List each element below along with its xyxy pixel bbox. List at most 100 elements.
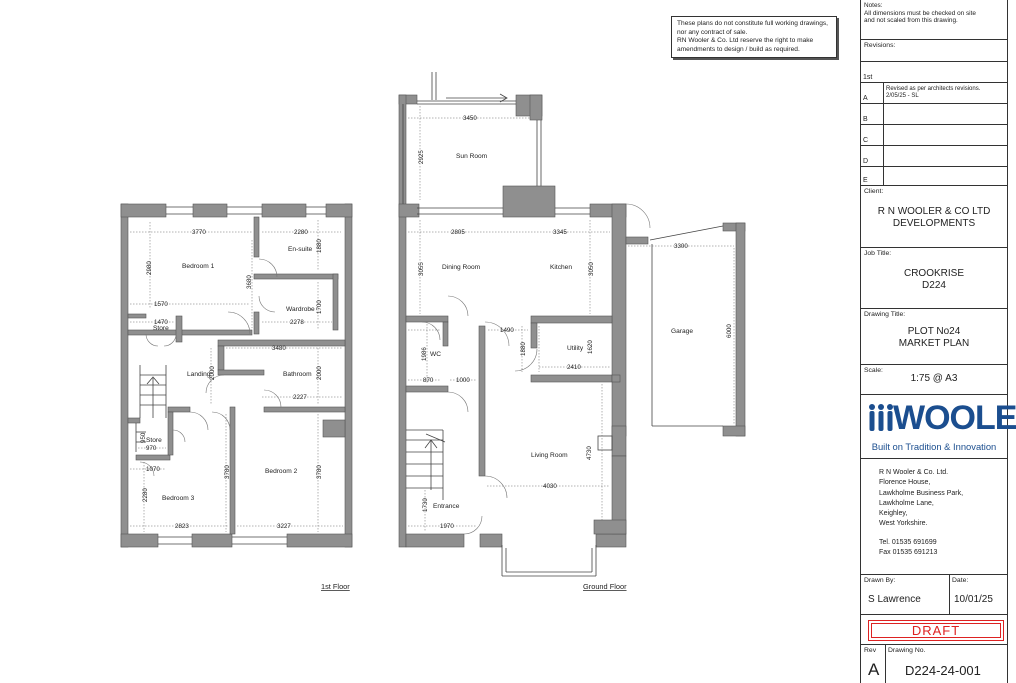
room-label: Store xyxy=(153,325,169,332)
room-label: Wardrobe xyxy=(286,306,315,313)
ground-floor-caption: Ground Floor xyxy=(583,582,627,591)
job-title: D224 xyxy=(922,280,946,291)
wooler-logo: WOOLER Built on Tradition & Innovation xyxy=(863,397,1016,454)
room-label: Bedroom 2 xyxy=(265,468,298,475)
room-label: Bedroom 1 xyxy=(182,263,215,270)
dimension-label: 4030 xyxy=(543,483,557,490)
disclaimer-line: nor any contract of sale. xyxy=(677,28,748,36)
drawing-title: PLOT No24 xyxy=(907,326,961,337)
revision-row: 1st xyxy=(861,61,1007,82)
revision-letter: A xyxy=(863,95,868,102)
disclaimer-box: These plans do not constitute full worki… xyxy=(671,16,837,58)
revision-row: D xyxy=(861,145,1007,166)
dimension-label: 3055 xyxy=(418,262,425,276)
fax-number: Fax 01535 691213 xyxy=(879,549,938,557)
rev-value: A xyxy=(868,660,880,679)
revision-letter: 1st xyxy=(863,74,873,81)
room-label: Bathroom xyxy=(283,371,312,378)
dimension-label: 970 xyxy=(146,445,157,452)
room-label: Store xyxy=(146,437,162,444)
room-label: Utility xyxy=(567,345,584,352)
dimension-label: 3050 xyxy=(588,262,595,276)
job-title-cell: Job Title: CROOKRISE D224 xyxy=(861,248,1007,309)
revision-letter: D xyxy=(863,158,869,165)
dimension-label: 1700 xyxy=(316,300,323,314)
address-line: Lawkholme Lane, xyxy=(879,499,934,507)
ground-floor-plan: Sun Room Dining Room Kitchen Garage WC U… xyxy=(398,72,746,577)
notes-label: Notes: xyxy=(864,2,883,9)
dimension-label: 2278 xyxy=(290,319,304,326)
revision-letter: B xyxy=(863,116,868,123)
room-label: En-suite xyxy=(288,246,313,253)
disclaimer-line: These plans do not constitute full worki… xyxy=(677,20,829,27)
address-line: Lawkholme Business Park, xyxy=(879,489,964,497)
dimension-label: 6000 xyxy=(726,324,733,338)
dimension-label: 3680 xyxy=(246,275,253,289)
dimension-label: 1000 xyxy=(456,377,470,384)
revision-row: C xyxy=(861,124,1007,145)
dimension-label: 2280 xyxy=(294,229,308,236)
revision-letter: E xyxy=(863,177,868,184)
title-block: Notes: All dimensions must be checked on… xyxy=(860,0,1016,683)
drawing-title: MARKET PLAN xyxy=(898,338,970,349)
dimension-label: 3770 xyxy=(192,229,206,236)
drawn-by-label: Drawn By: xyxy=(864,577,896,584)
dimension-label: 2227 xyxy=(293,394,307,401)
client-name: R N WOOLER & CO LTD xyxy=(877,206,991,217)
client-label: Client: xyxy=(864,188,884,195)
dimension-label: 950 xyxy=(140,432,147,443)
client-cell: Client: R N WOOLER & CO LTD DEVELOPMENTS xyxy=(861,186,1007,248)
first-floor-caption: 1st Floor xyxy=(321,582,350,591)
company-contact: Tel. 01535 691699 Fax 01535 691213 xyxy=(879,538,937,559)
floor-plans: .w { fill:#8f8f8f; stroke:#555; stroke-w… xyxy=(120,72,746,591)
address-line: Keighley, xyxy=(879,510,908,518)
dimension-label: 3450 xyxy=(463,115,477,122)
revision-row: A Revised as per architects revisions. 2… xyxy=(861,82,1007,103)
dimension-label: 2000 xyxy=(209,366,216,380)
dimension-label: 1880 xyxy=(316,239,323,253)
rev-label: Rev xyxy=(864,647,877,654)
logo-word: WOOLER xyxy=(893,399,1016,437)
dimension-label: 1620 xyxy=(587,340,594,354)
dimension-label: 3780 xyxy=(316,465,323,479)
scale-label: Scale: xyxy=(864,367,883,374)
revision-note: Revised as per architects revisions. xyxy=(886,86,981,92)
dimension-label: 3300 xyxy=(674,243,688,250)
room-label: Landing xyxy=(187,371,211,378)
drawing-title-label: Drawing Title: xyxy=(864,311,906,318)
first-floor-plan: Bedroom 1 En-suite Wardrobe Store Landin… xyxy=(120,203,353,548)
company-address: R N Wooler & Co. Ltd. Florence House, La… xyxy=(879,468,963,530)
address-line: Florence House, xyxy=(879,479,931,487)
dimension-label: 1470 xyxy=(154,319,168,326)
draft-stamp: DRAFT xyxy=(868,620,1004,641)
drawing-title-cell: Drawing Title: PLOT No24 MARKET PLAN xyxy=(861,309,1007,365)
dimension-label: 2805 xyxy=(451,229,465,236)
dimension-label: 4730 xyxy=(586,446,593,460)
room-label: Bedroom 3 xyxy=(162,495,195,502)
revision-note: 2/05/25 - SL xyxy=(886,93,919,100)
date-value: 10/01/25 xyxy=(954,594,993,605)
room-label: Living Room xyxy=(531,452,568,459)
scale-value: 1:75 @ A3 xyxy=(910,373,958,384)
dimension-label: 2980 xyxy=(146,261,153,275)
client-name: DEVELOPMENTS xyxy=(892,218,976,229)
room-label: Kitchen xyxy=(550,264,572,271)
drawn-by-value: S Lawrence xyxy=(868,594,921,605)
revision-letter: C xyxy=(863,137,869,144)
dimension-label: 1070 xyxy=(146,466,160,473)
dimension-label: 1970 xyxy=(440,523,454,530)
dimension-label: 870 xyxy=(423,377,434,384)
dimension-label: 1730 xyxy=(422,498,429,512)
job-title: CROOKRISE xyxy=(903,268,964,279)
dimension-label: 2410 xyxy=(567,364,581,371)
dimension-label: 2925 xyxy=(418,150,425,164)
room-label: Entrance xyxy=(433,503,460,510)
revisions-label: Revisions: xyxy=(864,42,896,49)
address-line: West Yorkshire. xyxy=(879,520,928,528)
job-title-label: Job Title: xyxy=(864,250,892,257)
revision-row: B xyxy=(861,103,1007,124)
room-label: WC xyxy=(430,351,441,358)
dimension-label: 3227 xyxy=(277,523,291,530)
dimension-label: 2000 xyxy=(316,366,323,380)
dimension-label: 1986 xyxy=(421,347,428,361)
